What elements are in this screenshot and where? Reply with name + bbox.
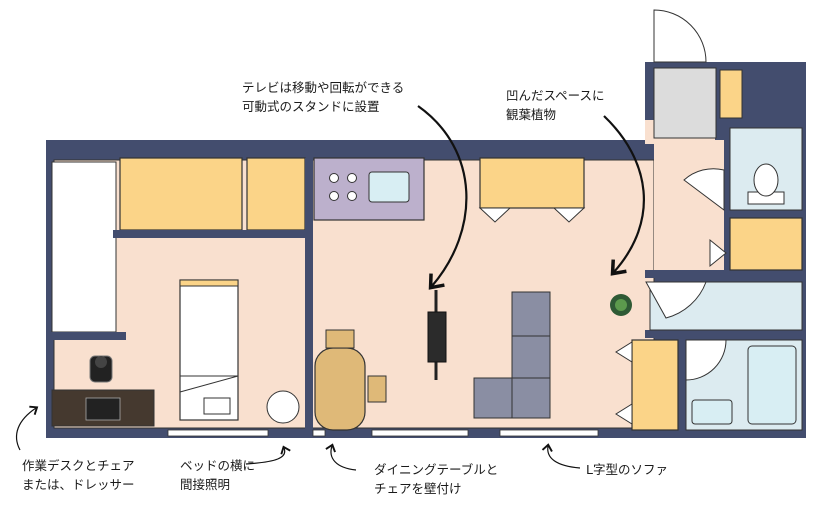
kitchen <box>313 157 425 221</box>
doors <box>645 9 727 381</box>
sofa-annotation: L字型のソファ <box>586 460 668 479</box>
entrance-storage <box>719 69 743 119</box>
desk-annotation-line2: または、ドレッサー <box>22 477 135 492</box>
hall-storage-door <box>709 238 727 268</box>
desk-chair <box>89 355 113 383</box>
plant-annotation: 凹んだスペースに 観葉植物 <box>506 86 605 124</box>
floor-lamp <box>266 390 300 424</box>
entrance <box>653 67 717 139</box>
tv-stand <box>427 290 447 380</box>
lighting-annotation-line2: 間接照明 <box>180 477 231 492</box>
dining-annotation: ダイニングテーブルと チェアを壁付け <box>374 460 498 498</box>
right-storage-door-2 <box>615 403 633 425</box>
desk <box>51 389 155 427</box>
annotation-leaders <box>15 405 581 471</box>
annotation-arrows <box>417 105 645 290</box>
right-storage-door-1 <box>615 341 633 363</box>
tv-annotation-line2: 可動式のスタンドに設置 <box>242 99 380 114</box>
lighting-annotation: ベッドの横に 間接照明 <box>180 456 255 494</box>
tv-annotation: テレビは移動や回転ができる 可動式のスタンドに設置 <box>242 78 404 116</box>
l-sofa <box>473 291 551 419</box>
desk-annotation-line1: 作業デスクとチェア <box>22 458 135 473</box>
dining-annotation-line1: ダイニングテーブルと <box>374 462 499 477</box>
plant-icon <box>610 294 632 316</box>
lighting-annotation-line1: ベッドの横に <box>180 458 256 473</box>
plant-annotation-line1: 凹んだスペースに <box>506 88 605 103</box>
tv-annotation-line1: テレビは移動や回転ができる <box>242 80 405 95</box>
windows <box>167 429 599 437</box>
living-storage <box>478 157 586 223</box>
sofa-annotation-line1: L字型のソファ <box>586 462 668 477</box>
plant-annotation-line2: 観葉植物 <box>506 107 557 122</box>
balcony <box>51 161 117 333</box>
dining-annotation-line2: チェアを壁付け <box>374 481 462 496</box>
right-storage <box>631 339 679 431</box>
hall-storage <box>729 217 803 271</box>
bedroom-closet-right <box>246 157 306 231</box>
interior-walls <box>46 158 805 438</box>
desk-annotation: 作業デスクとチェア または、ドレッサー <box>22 456 135 494</box>
toilet-room <box>729 127 803 211</box>
bedroom-closet-left <box>119 157 243 231</box>
dining-set <box>314 329 387 431</box>
bed <box>179 279 239 421</box>
